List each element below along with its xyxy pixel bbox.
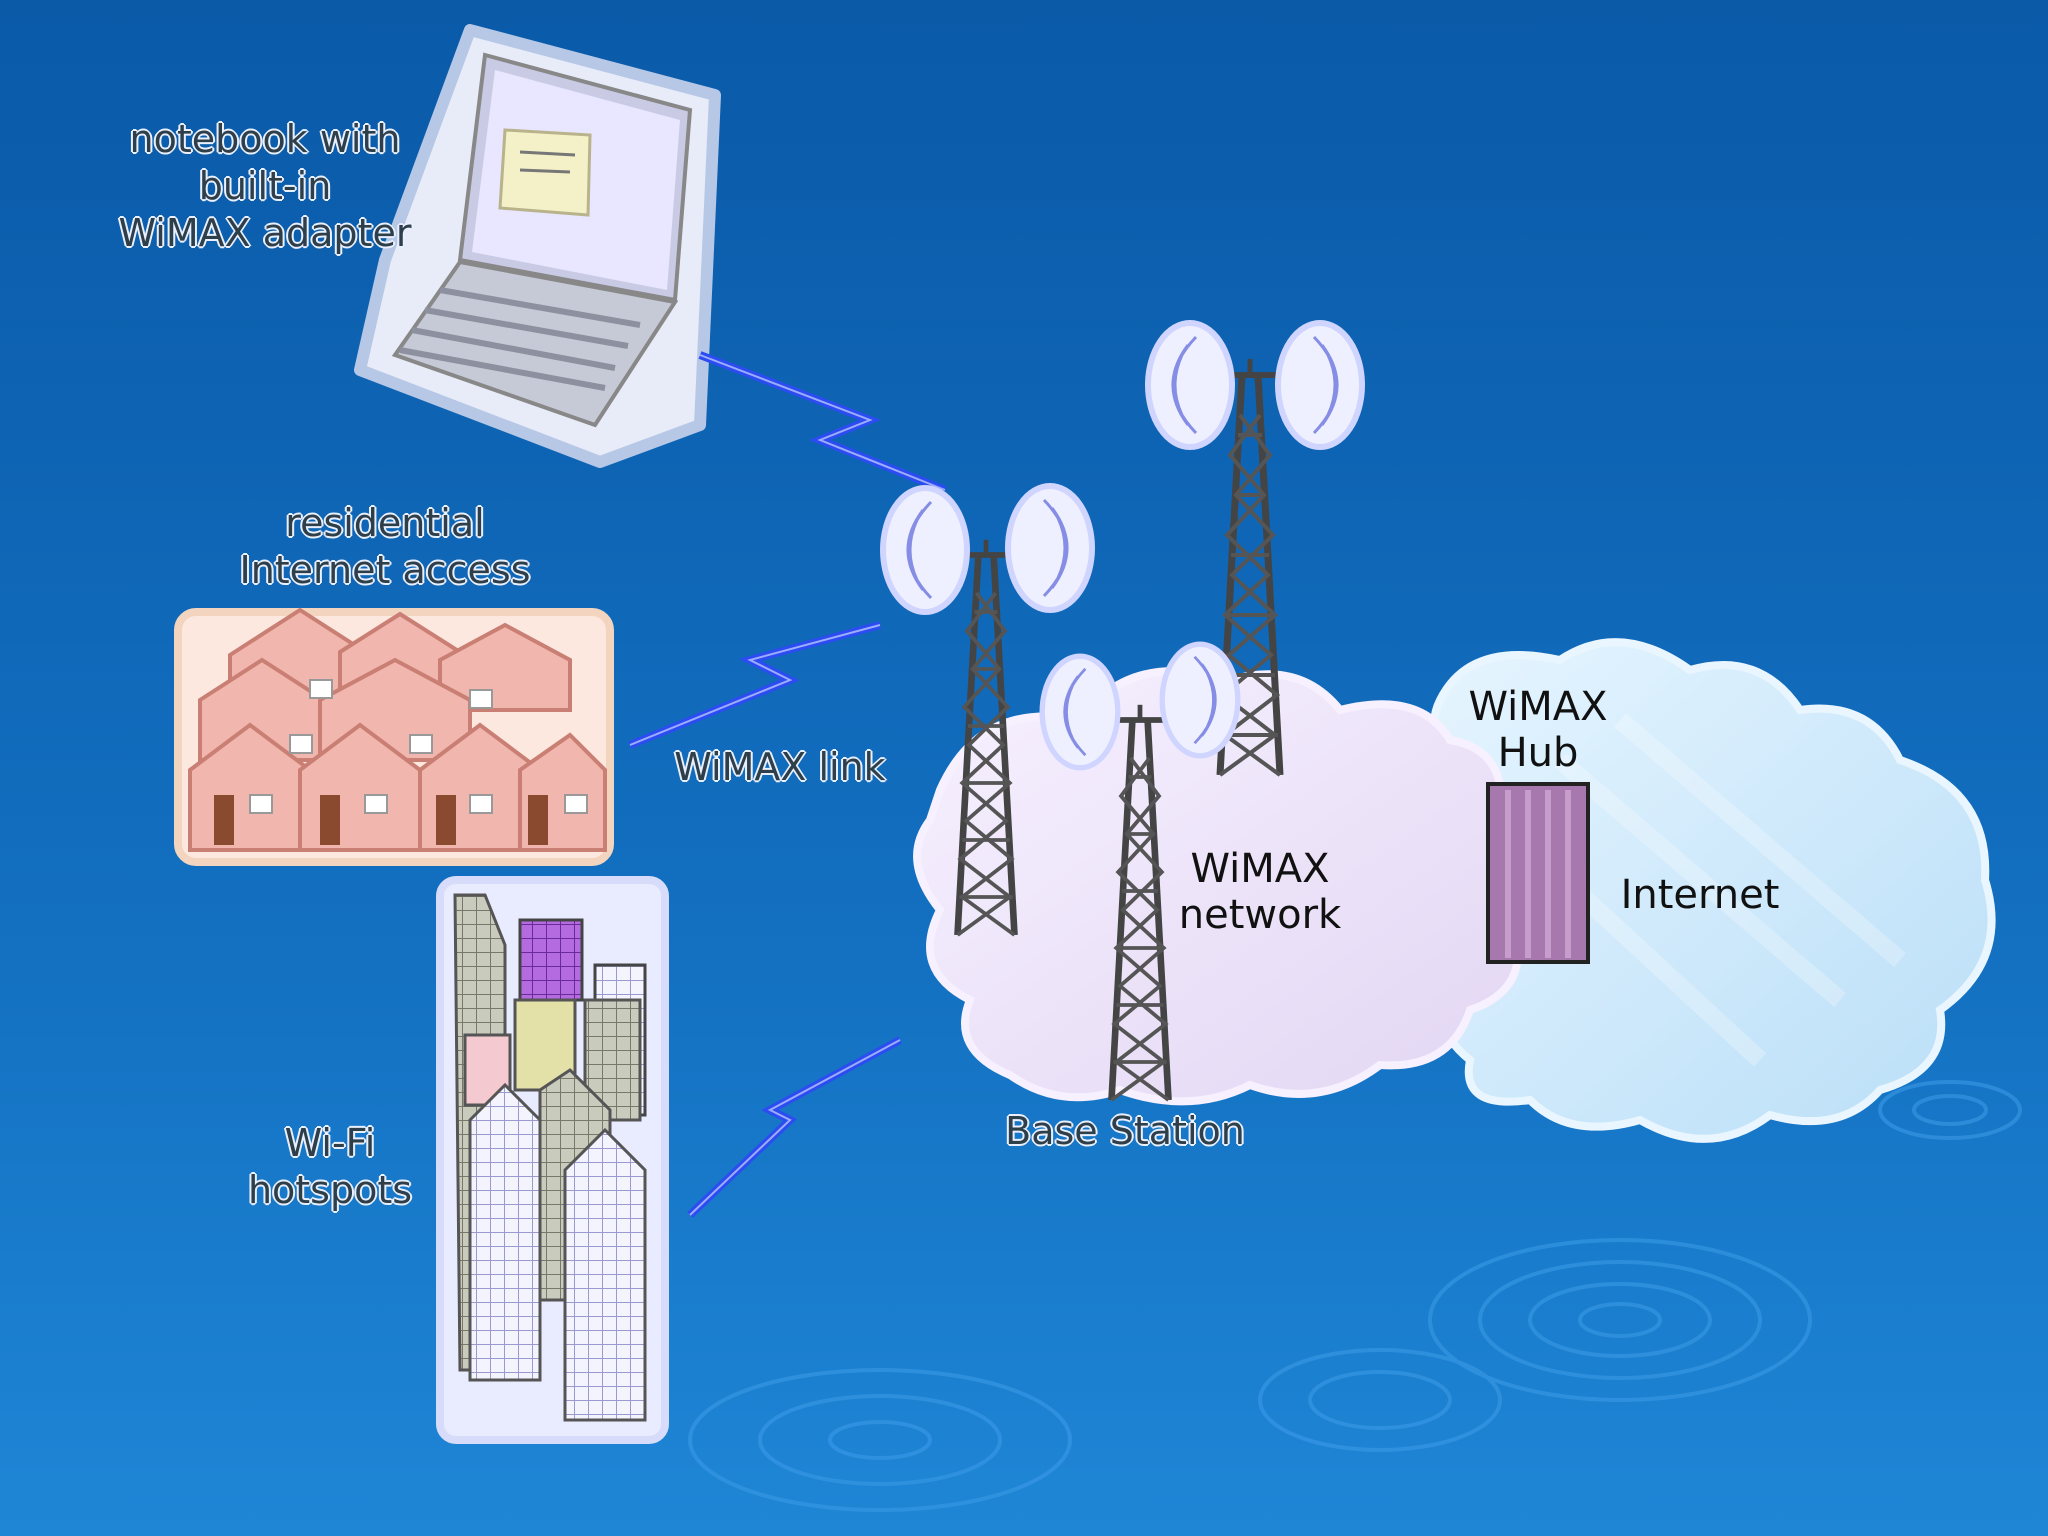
laptop-icon xyxy=(354,24,721,468)
wifi-label: Wi-Fi hotspots xyxy=(220,1120,440,1214)
wifi-label-line: Wi-Fi xyxy=(284,1121,376,1165)
notebook-label: notebook with built-in WiMAX adapter xyxy=(100,116,430,257)
internet-label: Internet xyxy=(1590,872,1810,918)
wimax-hub-label-line: WiMAX xyxy=(1468,684,1608,730)
wifi-label-line: hotspots xyxy=(247,1168,413,1212)
wimax-link-label: WiMAX link xyxy=(660,744,900,791)
base-station-label-text: Base Station xyxy=(1005,1109,1245,1153)
wimax-link-label-text: WiMAX link xyxy=(674,745,886,789)
base-station-label: Base Station xyxy=(990,1108,1260,1155)
ripple-decoration xyxy=(688,1080,2022,1512)
wimax-network-label-line: network xyxy=(1178,892,1342,938)
notebook-label-line: notebook with xyxy=(129,117,401,161)
notebook-label-line: WiMAX adapter xyxy=(118,211,412,255)
wimax-hub-label: WiMAX Hub xyxy=(1438,684,1638,776)
wimax-hub-label-line: Hub xyxy=(1497,730,1579,776)
residential-label-line: residential xyxy=(285,501,485,545)
notebook-label-line: built-in xyxy=(198,164,332,208)
internet-label-text: Internet xyxy=(1620,872,1780,918)
residential-label: residential Internet access xyxy=(220,500,550,594)
hub-icon xyxy=(1486,782,1590,964)
wimax-network-label-line: WiMAX xyxy=(1190,846,1330,892)
buildings-icon xyxy=(436,876,669,1444)
wimax-network-label: WiMAX network xyxy=(1160,846,1360,938)
residential-label-line: Internet access xyxy=(239,548,531,592)
houses-icon xyxy=(174,607,614,866)
